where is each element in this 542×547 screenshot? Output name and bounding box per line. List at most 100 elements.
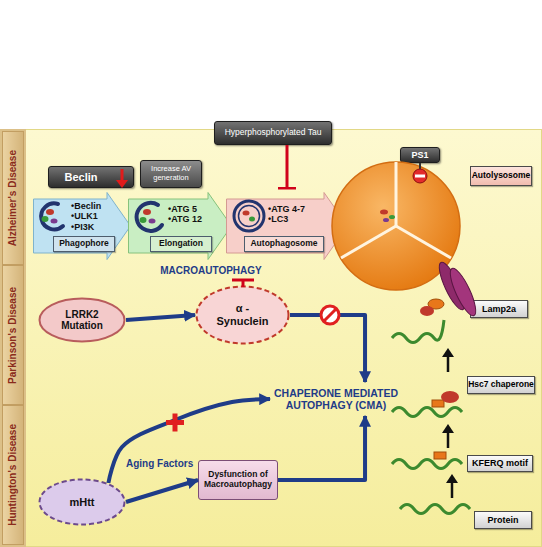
node-text: Increase AV generation: [141, 165, 201, 182]
component-label: KFERQ motif: [467, 455, 533, 472]
block-symbol: [413, 169, 427, 183]
inhibition-bar: [232, 279, 254, 282]
node-text: •Beclin: [71, 201, 101, 211]
protein-ellipse: LRRK2 Mutation: [38, 297, 126, 343]
cargo-blob: [46, 209, 54, 215]
autophagosome-membrane: [239, 206, 260, 227]
lamp2a-receptor: [446, 265, 481, 318]
lysosome-divider: [396, 226, 451, 258]
node-text: •ULK1: [71, 211, 98, 221]
cargo-blob: [143, 209, 151, 215]
stage-arrow: •ATG 5•ATG 12 Elongation: [128, 192, 232, 260]
cargo-blob: [389, 215, 395, 219]
cargo-blob: [149, 219, 156, 224]
node-text: CHAPERONE MEDIATED AUTOPHAGY (CMA): [270, 387, 402, 411]
status-box: Hyperphosphorylated Tau: [214, 121, 332, 145]
process-box: Dysfunction of Macroautophagy: [198, 460, 278, 500]
node-text: Protein: [487, 515, 518, 525]
node-text: LRRK2 Mutation: [52, 309, 112, 332]
inhibition-connector: [286, 145, 289, 188]
ellipse-shape: [197, 287, 289, 344]
node-text: Beclin: [64, 171, 97, 184]
node-text: Huntington's Disease: [7, 424, 19, 526]
protein-chain: [392, 408, 462, 417]
elongation-membrane: [137, 203, 162, 231]
node-text: Alzheimer's Disease: [7, 150, 19, 246]
edge-label: Aging Factors: [126, 458, 193, 469]
protein-chain: [400, 505, 470, 514]
arrow-shape: [129, 193, 232, 260]
component-label: Hsc7 chaperone: [467, 376, 535, 394]
node-text: •ATG 12: [168, 214, 202, 224]
node-text: KFERQ motif: [472, 458, 528, 468]
lysosome-divider: [341, 226, 396, 258]
protein-ellipse: α - Synuclein: [195, 285, 290, 345]
substrate-tag: [434, 452, 446, 459]
node-text: •ATG 5: [168, 204, 197, 214]
step-arrow: [451, 482, 454, 498]
node-text: •ATG 4-7: [268, 204, 305, 214]
ellipse-shape: [40, 299, 125, 342]
status-box: PS1: [400, 147, 440, 163]
cargo-blob: [383, 218, 389, 222]
component-label: Protein: [474, 511, 532, 529]
protein-chain: [392, 460, 462, 469]
node-text: •LC3: [268, 214, 288, 224]
node-text: Autophagosome: [250, 239, 317, 249]
protein-ellipse: mHtt: [38, 478, 126, 526]
node-text: Elongation: [159, 239, 203, 249]
cargo-blob: [249, 217, 255, 222]
arrow-connector: [278, 416, 365, 480]
lysosome-divider: [395, 162, 398, 226]
node-text: Phagophore: [59, 239, 109, 249]
cargo-blob: [42, 216, 49, 222]
arrow-connector: [126, 315, 195, 320]
ellipse-shape: [40, 480, 125, 525]
decrease-arrow-head: [116, 180, 128, 188]
substrate-tag: [432, 400, 444, 407]
chaperone-blob: [441, 391, 459, 403]
enhance-plus: [173, 414, 178, 432]
stage-label: Autophagosome: [244, 236, 324, 252]
node-text: α - Synuclein: [213, 302, 272, 327]
pathway-label: CHAPERONE MEDIATED AUTOPHAGY (CMA): [270, 382, 402, 416]
step-arrow-head: [442, 424, 454, 433]
cargo-blob: [51, 219, 58, 224]
phagophore-membrane: [41, 203, 63, 229]
node-text: Lamp2a: [482, 304, 516, 314]
arrow-shape: [227, 193, 348, 260]
node-text: Hsc7 chaperone: [468, 380, 534, 390]
arrow-shape: [34, 193, 131, 260]
pathway-label: MACROAUTOPHAGY: [150, 265, 272, 276]
block-symbol: [321, 306, 339, 324]
panel-background: [1, 130, 542, 547]
block-symbol-bar: [324, 309, 337, 322]
cargo-blob: [380, 210, 388, 215]
disease-band: Parkinson's Disease: [2, 265, 24, 405]
node-text: mHtt: [69, 496, 94, 509]
band-column: [0, 129, 26, 547]
stage-label: Elongation: [150, 236, 212, 252]
step-arrow-head: [442, 348, 454, 357]
step-arrow: [447, 432, 450, 448]
decrease-arrow: [121, 169, 124, 181]
status-box: Increase AV generation: [140, 160, 202, 188]
node-text: Hyperphosphorylated Tau: [225, 128, 322, 138]
node-text: Dysfunction of Macroautophagy: [199, 470, 277, 490]
disease-band: Huntington's Disease: [2, 405, 24, 545]
chaperone-blob: [420, 306, 434, 316]
disease-band: Alzheimer's Disease: [2, 131, 24, 265]
step-arrow: [447, 356, 450, 372]
node-text: •PI3K: [71, 222, 94, 232]
stage-label: Phagophore: [53, 236, 115, 252]
node-text: Parkinson's Disease: [7, 287, 19, 384]
node-text: Autolysosome: [472, 171, 531, 181]
protein-chain: [392, 320, 444, 343]
step-arrow-head: [446, 474, 458, 483]
cargo-blob: [140, 217, 147, 223]
arrow-connector: [108, 399, 270, 483]
block-symbol-bar: [415, 175, 425, 178]
